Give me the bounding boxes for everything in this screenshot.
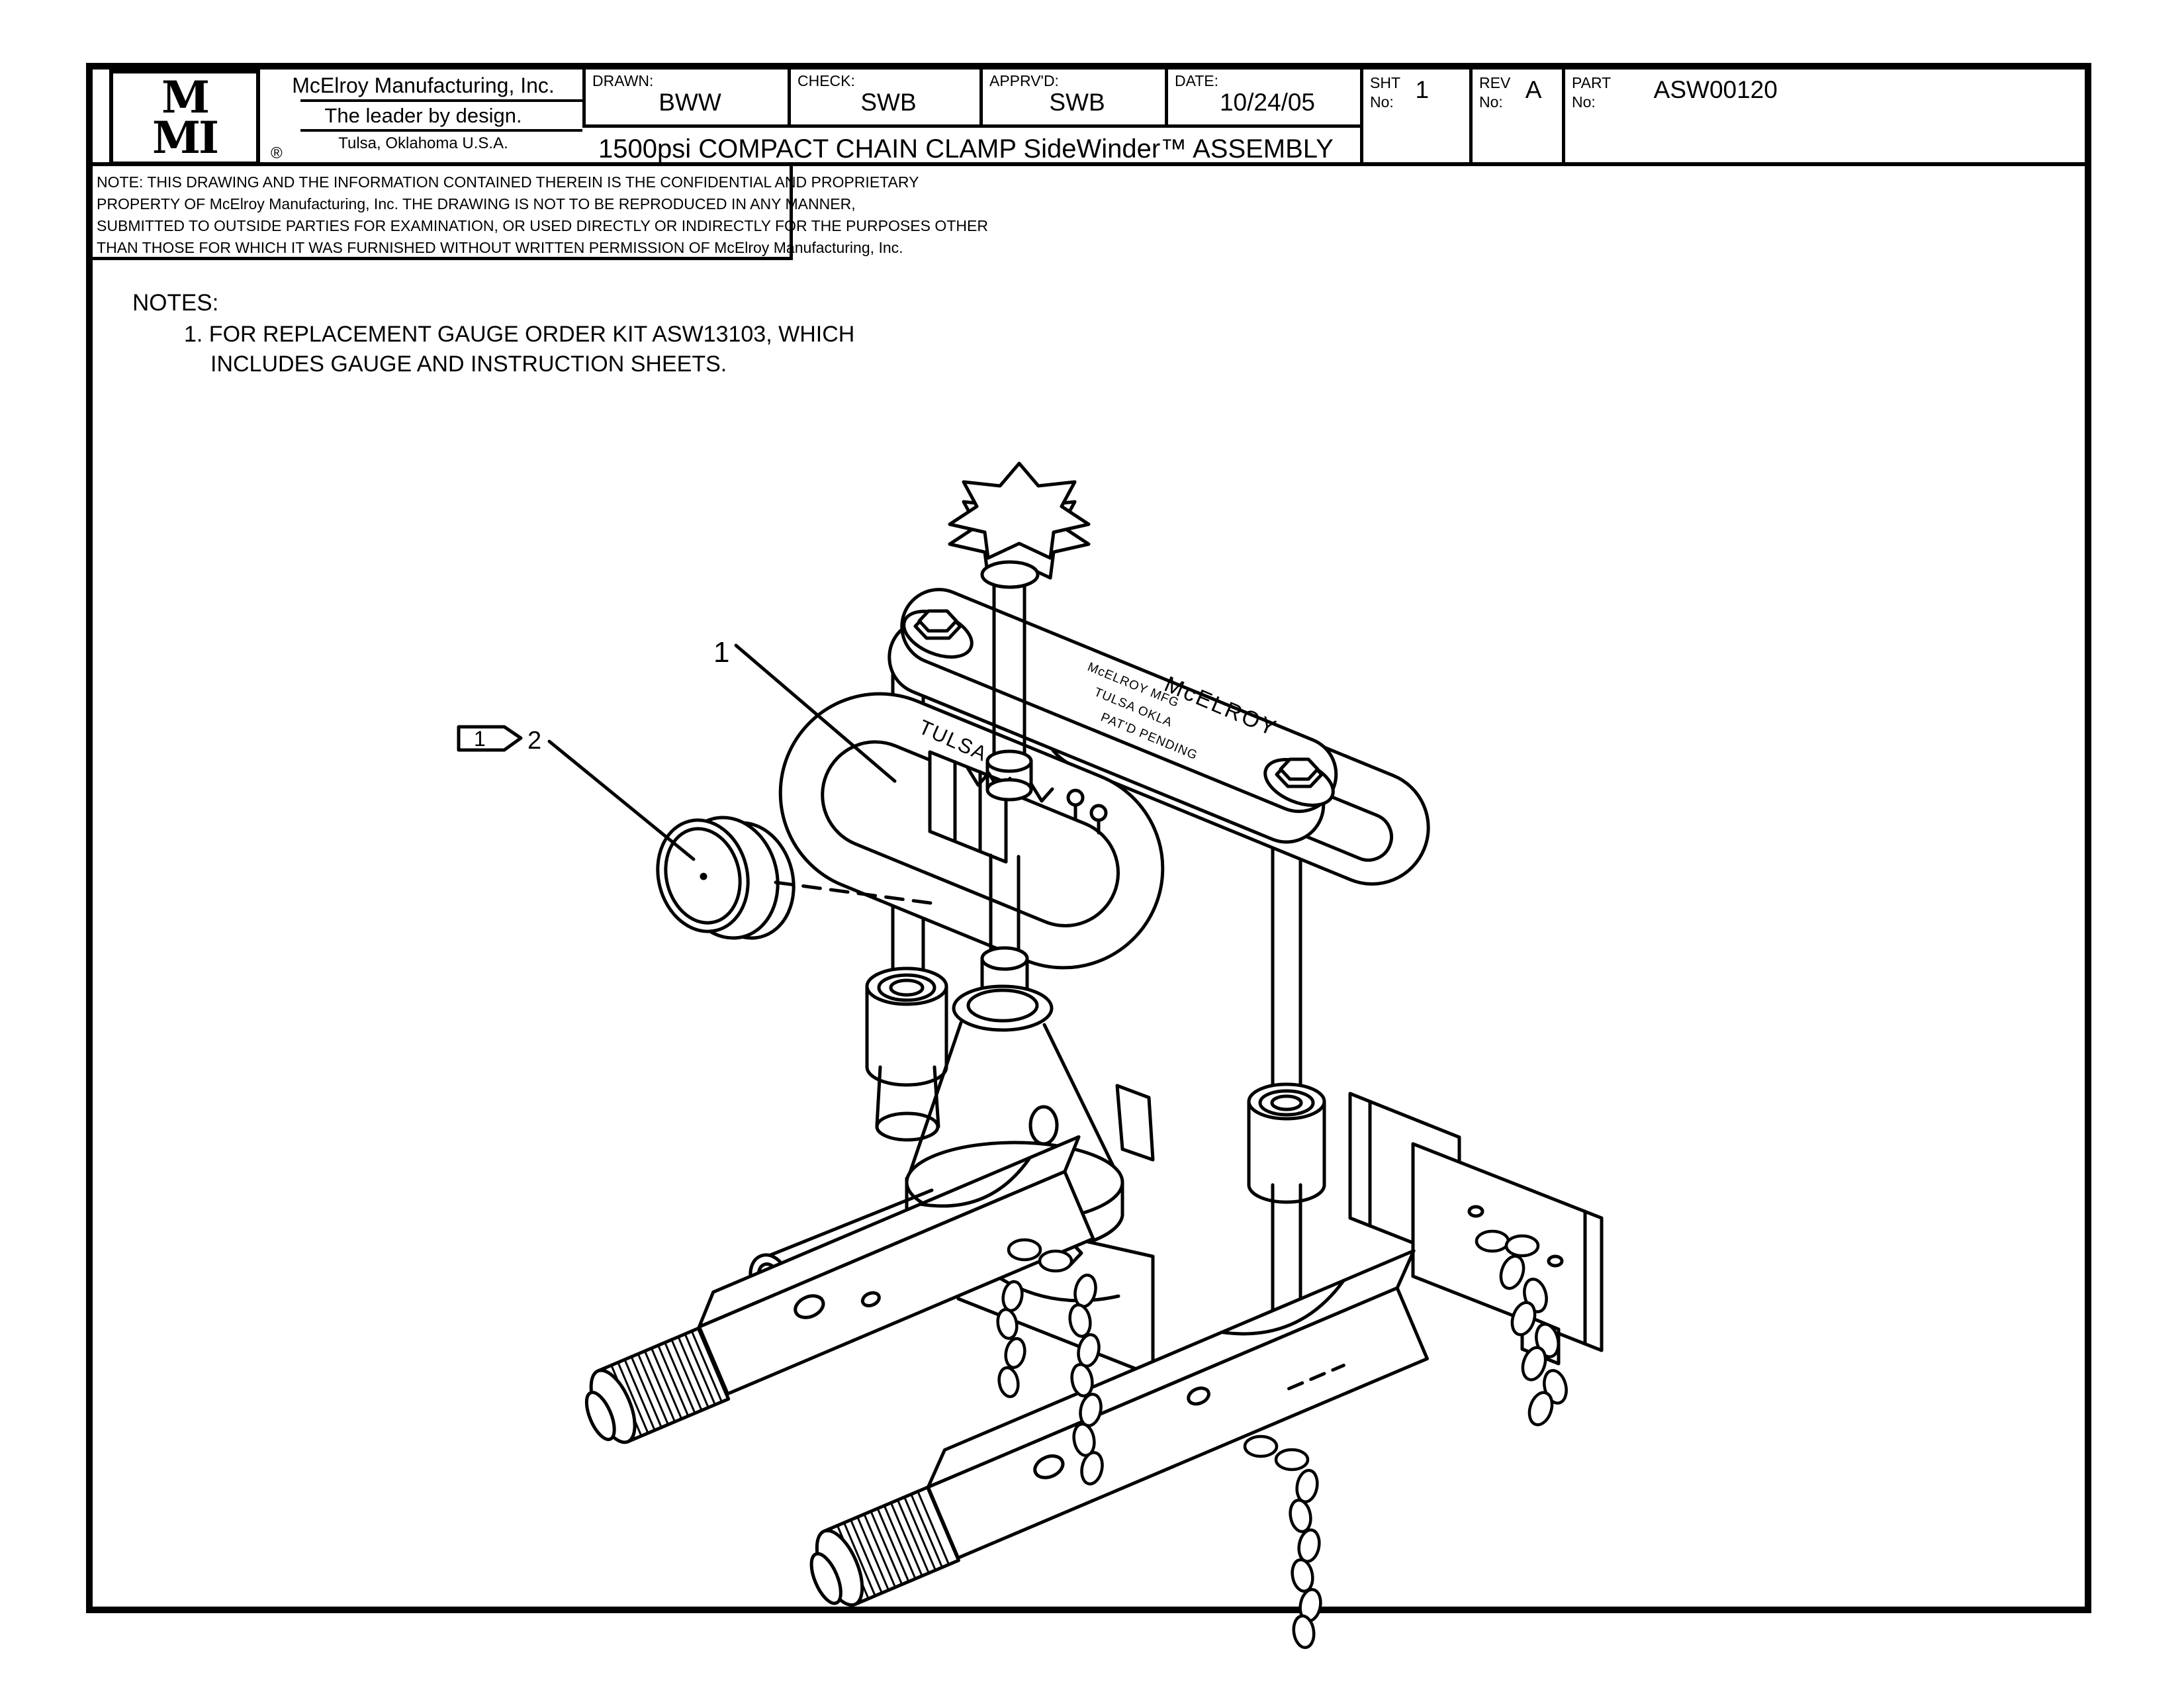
registered-trademark-icon: ®: [271, 144, 283, 162]
divider: [300, 99, 582, 102]
crossbar-hex-bolt-right: [1263, 757, 1335, 807]
part-no-label: No:: [1572, 93, 1596, 111]
check-label: CHECK:: [797, 72, 855, 89]
svg-text:1: 1: [713, 636, 729, 669]
company-name: McElroy Manufacturing, Inc.: [292, 73, 555, 97]
apprvd-label: APPRV'D:: [989, 72, 1059, 89]
clamp-chains: [996, 1229, 1568, 1650]
check-value: SWB: [860, 89, 917, 116]
sht-value: 1: [1415, 76, 1430, 103]
rear-clamp-bar: [698, 1135, 1095, 1396]
sheet-number-cell: SHT No: 1: [1360, 70, 1469, 165]
company-tagline: The leader by design.: [324, 104, 522, 127]
logo-mi: MI: [152, 111, 219, 164]
logo-m: M: [161, 71, 210, 123]
front-clamp-bar: [926, 1249, 1429, 1560]
date-cell: DATE: 10/24/05: [1165, 70, 1360, 124]
part-number-cell: PART No: ASW00120: [1562, 70, 2091, 165]
revision-cell: REV No: A: [1469, 70, 1562, 165]
left-rod-bushing: [865, 966, 948, 1142]
date-label: DATE:: [1175, 72, 1219, 89]
title-block-bottom-rule: [86, 162, 2091, 166]
drawn-cell: DRAWN: BWW: [582, 70, 788, 124]
star-knob: [948, 461, 1091, 589]
note-line: THAN THOSE FOR WHICH IT WAS FURNISHED WI…: [97, 239, 903, 256]
apprvd-cell: APPRV'D: SWB: [979, 70, 1165, 124]
svg-text:1: 1: [474, 727, 486, 751]
rev-value: A: [1525, 76, 1542, 103]
rear-knurled-knob: [584, 1327, 731, 1444]
drawn-value: BWW: [659, 89, 721, 116]
apprvd-value: SWB: [1049, 89, 1105, 116]
callout-item-2-with-flag: 1 2: [457, 725, 696, 861]
top-crossbar: [887, 588, 1338, 844]
date-value: 10/24/05: [1219, 89, 1316, 116]
sht-label: SHT: [1370, 74, 1400, 91]
callout-item-1: 1: [713, 636, 897, 783]
front-knurled-knob: [809, 1485, 960, 1607]
drawing-title: 1500psi COMPACT CHAIN CLAMP SideWinder™ …: [582, 124, 1360, 165]
gauge-leader-dashed: [774, 880, 942, 906]
sht-no-label: No:: [1370, 93, 1394, 111]
part-label: PART: [1572, 74, 1612, 91]
notes-section: NOTES: 1. FOR REPLACEMENT GAUGE ORDER KI…: [132, 290, 854, 377]
company-location: Tulsa, Oklahoma U.S.A.: [338, 134, 508, 152]
part-value: ASW00120: [1653, 76, 1778, 103]
drawn-label: DRAWN:: [592, 72, 654, 89]
notes-heading: NOTES:: [132, 290, 219, 316]
note-flag: [457, 725, 523, 752]
company-cell: McElroy Manufacturing, Inc. The leader b…: [264, 70, 582, 165]
note-1-text-cont: INCLUDES GAUGE AND INSTRUCTION SHEETS.: [210, 352, 727, 377]
lead-screw-shaft: [985, 575, 1033, 802]
divider: [300, 129, 582, 132]
note-1-text: 1. FOR REPLACEMENT GAUGE ORDER KIT ASW13…: [184, 322, 855, 347]
check-cell: CHECK: SWB: [788, 70, 979, 124]
svg-text:2: 2: [527, 727, 541, 755]
rev-label: REV: [1479, 74, 1511, 91]
note-line: PROPERTY OF McElroy Manufacturing, Inc. …: [97, 195, 856, 212]
rev-no-label: No:: [1479, 93, 1503, 111]
crossbar-hex-bolt-left: [902, 609, 974, 659]
